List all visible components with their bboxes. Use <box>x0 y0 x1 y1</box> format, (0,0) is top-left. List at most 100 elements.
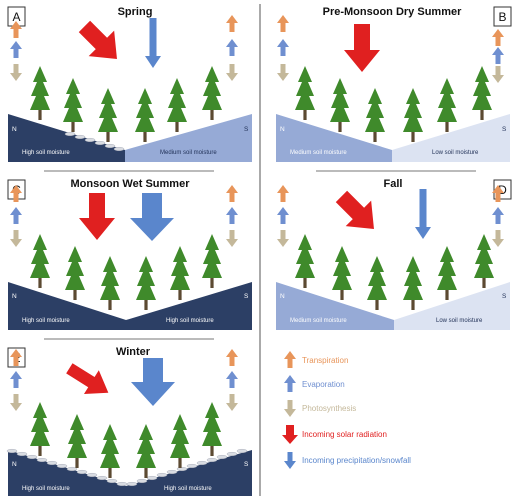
panel-title: Pre-Monsoon Dry Summer <box>323 6 462 18</box>
legend-label: Incoming precipitation/snowfall <box>302 456 411 465</box>
legend-label: Incoming solar radiation <box>302 430 387 439</box>
legend-item-transpiration: Transpiration <box>284 351 348 368</box>
photosynthesis-arrow-icon <box>10 230 22 247</box>
tree-icon <box>63 78 83 132</box>
up-arrow-icon <box>284 375 296 392</box>
panel-letter-box <box>493 6 512 27</box>
tree-icon <box>136 256 156 310</box>
tree-icon <box>367 256 387 310</box>
south-slope <box>125 114 252 162</box>
south-moisture-label: High soil moisture <box>166 318 214 324</box>
north-slope <box>276 114 392 162</box>
evaporation-arrow-icon <box>10 207 22 224</box>
panel-letter: B <box>498 10 506 24</box>
tree-icon <box>474 234 494 288</box>
legend-item-solar: Incoming solar radiation <box>282 425 387 444</box>
tree-icon <box>65 246 85 300</box>
legend-label: Photosynthesis <box>302 404 356 413</box>
panel-b: B Pre-Monsoon Dry Summer N S Medium soil… <box>276 6 512 162</box>
tree-icon <box>167 78 187 132</box>
tree-icon <box>30 402 50 456</box>
south-label: S <box>502 293 507 300</box>
transpiration-arrow-icon <box>277 15 289 32</box>
north-slope <box>276 282 394 330</box>
transpiration-arrow-icon <box>226 15 238 32</box>
north-moisture-label: High soil moisture <box>22 150 70 156</box>
photosynthesis-arrow-icon <box>10 394 22 411</box>
tree-icon <box>365 88 385 142</box>
north-label: N <box>280 126 285 133</box>
tree-icon <box>437 246 457 300</box>
precipitation-arrow-icon <box>145 18 161 68</box>
tree-icon <box>170 414 190 468</box>
north-slope <box>8 450 126 496</box>
south-slope <box>392 114 510 162</box>
north-slope <box>8 114 125 162</box>
photosynthesis-arrow-icon <box>226 394 238 411</box>
south-slope <box>126 450 252 496</box>
south-moisture-label: High soil moisture <box>164 486 212 492</box>
north-label: N <box>12 461 17 468</box>
tree-icon <box>30 66 50 120</box>
photosynthesis-arrow-icon <box>226 64 238 81</box>
legend-item-evaporation: Evaporation <box>284 375 345 392</box>
tree-icon <box>100 424 120 478</box>
south-moisture-label: Medium soil moisture <box>160 150 217 156</box>
tree-icon <box>295 66 315 120</box>
north-label: N <box>12 126 17 133</box>
solar-radiation-arrow-icon <box>344 24 380 72</box>
tree-icon <box>100 256 120 310</box>
tree-icon <box>472 66 492 120</box>
transpiration-arrow-icon <box>492 29 504 46</box>
panel-title: Winter <box>116 346 151 358</box>
tree-icon <box>330 78 350 132</box>
tree-icon <box>403 88 423 142</box>
panel-d: D Fall N S Medium soil moisture Low soil… <box>276 178 512 330</box>
south-slope <box>394 282 510 330</box>
snow-patches <box>64 131 125 151</box>
solar-radiation-arrow-icon <box>335 190 374 229</box>
legend: Transpiration Evaporation Photosynthesis… <box>282 351 411 469</box>
tree-icon <box>98 88 118 142</box>
photosynthesis-arrow-icon <box>226 230 238 247</box>
panel-a: A Spring <box>7 6 252 162</box>
photosynthesis-arrow-icon <box>277 230 289 247</box>
north-moisture-label: Medium soil moisture <box>290 150 347 156</box>
transpiration-arrow-icon <box>226 349 238 366</box>
tree-icon <box>403 256 423 310</box>
panel-letter: A <box>12 10 20 24</box>
panel-title: Spring <box>118 6 153 18</box>
down-arrow-icon <box>284 452 296 469</box>
photosynthesis-arrow-icon <box>10 64 22 81</box>
tree-icon <box>202 234 222 288</box>
north-moisture-label: Medium soil moisture <box>290 318 347 324</box>
legend-label: Transpiration <box>302 356 348 365</box>
north-label: N <box>12 293 17 300</box>
snow-patches <box>6 449 248 487</box>
tree-icon <box>67 414 87 468</box>
tree-icon <box>332 246 352 300</box>
tree-icon <box>170 246 190 300</box>
panel-letter: D <box>498 183 507 197</box>
south-label: S <box>244 461 249 468</box>
panel-e: E Winter <box>6 346 252 496</box>
north-moisture-label: High soil moisture <box>22 318 70 324</box>
south-moisture-label: Low soil moisture <box>436 318 483 324</box>
precipitation-arrow-icon <box>131 358 175 406</box>
south-label: S <box>244 126 249 133</box>
transpiration-arrow-icon <box>226 185 238 202</box>
tree-icon <box>30 234 50 288</box>
evaporation-arrow-icon <box>492 207 504 224</box>
evaporation-arrow-icon <box>226 207 238 224</box>
north-slope <box>8 282 126 330</box>
transpiration-arrow-icon <box>277 185 289 202</box>
tree-icon <box>437 78 457 132</box>
south-moisture-label: Low soil moisture <box>432 150 479 156</box>
precipitation-arrow-icon <box>415 189 431 239</box>
evaporation-arrow-icon <box>10 371 22 388</box>
panel-c: C Monsoon Wet Summer N S High soil moist… <box>7 178 252 330</box>
north-moisture-label: High soil moisture <box>22 486 70 492</box>
north-label: N <box>280 293 285 300</box>
